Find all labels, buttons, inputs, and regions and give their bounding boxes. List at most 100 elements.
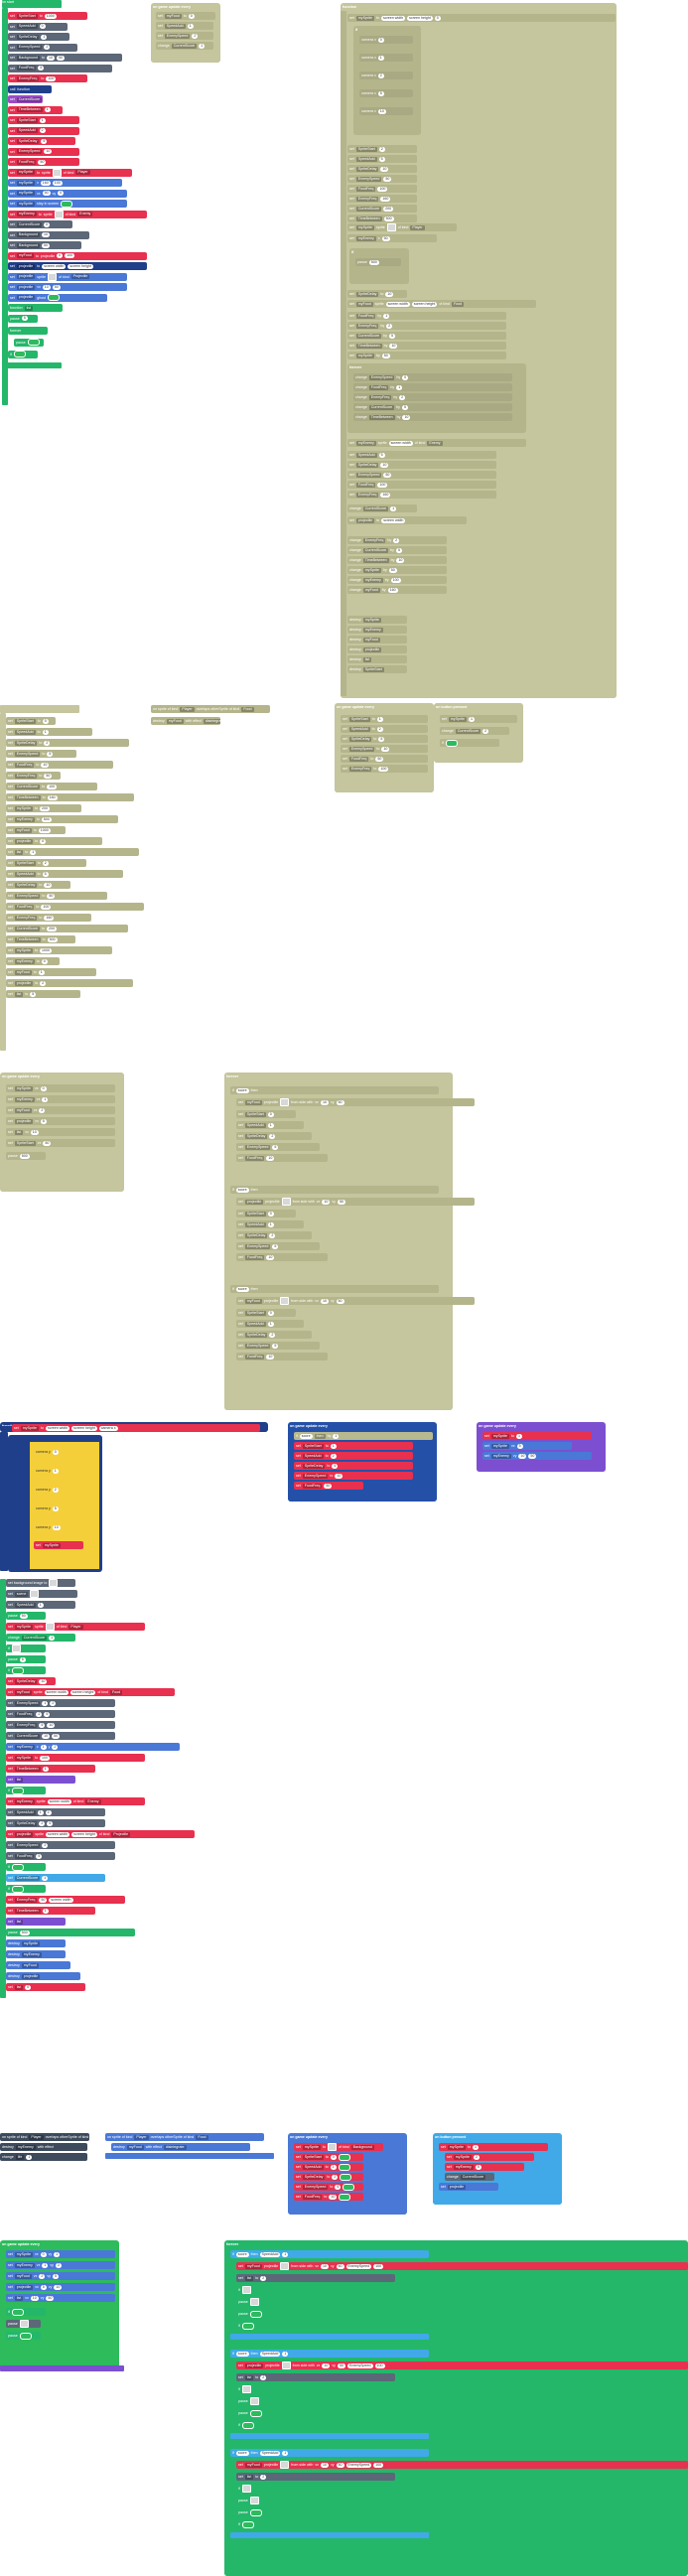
image-thumbnail[interactable]: [241, 2485, 251, 2493]
dropdown-field[interactable]: myFood: [14, 2273, 32, 2279]
value-field[interactable]: 50: [46, 2295, 55, 2301]
dropdown-field[interactable]: myEnemy: [14, 1798, 35, 1804]
value-field[interactable]: 2: [482, 728, 489, 734]
dropdown-field[interactable]: EnemySpeed: [355, 176, 382, 182]
value-field[interactable]: 100: [378, 766, 389, 772]
value-field[interactable]: 0: [40, 2251, 47, 2257]
dropdown-field[interactable]: list: [14, 849, 24, 855]
value-field[interactable]: 50: [42, 191, 51, 196]
value-field[interactable]: 50: [56, 55, 65, 61]
dropdown-field[interactable]: mySprite: [362, 567, 381, 573]
dropdown-field[interactable]: Background: [350, 2144, 374, 2150]
value-field[interactable]: 10: [46, 55, 55, 61]
dropdown-field[interactable]: mySprite: [16, 180, 35, 186]
dropdown-field[interactable]: Food: [451, 301, 465, 307]
value-field[interactable]: 1: [282, 2351, 289, 2357]
dropdown-field[interactable]: CurrentScore: [16, 96, 43, 102]
value-field[interactable]: 100: [46, 75, 57, 81]
toggle-switch[interactable]: [249, 2310, 262, 2318]
value-field[interactable]: 160: [380, 492, 391, 498]
value-field[interactable]: EnemySpeed: [345, 2263, 372, 2269]
value-field[interactable]: 0: [402, 374, 409, 380]
value-field[interactable]: 2: [52, 1744, 59, 1750]
value-field[interactable]: 50: [38, 159, 47, 165]
value-field[interactable]: 1: [52, 1468, 59, 1474]
dropdown-field[interactable]: myFood: [355, 301, 373, 307]
value-field[interactable]: 100: [39, 1755, 50, 1761]
dropdown-field[interactable]: mySprite: [16, 170, 35, 175]
dropdown-field[interactable]: Player: [75, 170, 90, 175]
dropdown-field[interactable]: mySprite: [490, 1433, 509, 1439]
dropdown-field[interactable]: TimeBetween: [368, 414, 395, 420]
value-field[interactable]: 50: [336, 2462, 344, 2468]
dropdown-field[interactable]: EnemyFreq: [348, 766, 372, 772]
dropdown-field[interactable]: EnemyFreq: [14, 1722, 38, 1728]
dropdown-field[interactable]: myFood: [14, 969, 32, 975]
value-field[interactable]: 5: [52, 1505, 59, 1511]
value-field[interactable]: 500: [41, 816, 52, 822]
dropdown-field[interactable]: Food: [241, 706, 254, 712]
dropdown-field[interactable]: CurrentScore: [14, 926, 41, 931]
dropdown-field[interactable]: SpriteDelay: [244, 1332, 268, 1338]
dropdown-field[interactable]: projectile: [16, 274, 36, 279]
dropdown-field[interactable]: CurrentScore: [16, 221, 43, 227]
value-field[interactable]: 2: [39, 128, 46, 133]
dropdown-field[interactable]: SpriteStart: [302, 2154, 324, 2160]
value-field[interactable]: 50: [383, 176, 392, 182]
value-field[interactable]: 2: [332, 2174, 339, 2180]
value-field[interactable]: 100: [377, 482, 388, 488]
dropdown-field[interactable]: SpeedAdd: [302, 2164, 324, 2170]
image-thumbnail[interactable]: [281, 2361, 291, 2369]
value-field[interactable]: 100: [373, 2263, 384, 2269]
dropdown-field[interactable]: CurrentScore: [355, 333, 382, 339]
value-field[interactable]: 1: [42, 1766, 49, 1772]
dropdown-field[interactable]: myFood: [244, 2462, 262, 2468]
dropdown-field[interactable]: CurrentScore: [362, 547, 389, 553]
toggle-switch[interactable]: [47, 294, 60, 301]
value-field[interactable]: 2: [393, 537, 400, 543]
value-field[interactable]: 2: [52, 1487, 59, 1493]
value-field[interactable]: 50: [324, 1483, 333, 1489]
forever-block[interactable]: forever: [224, 2240, 688, 2576]
disabled-if-block[interactable]: if: [353, 26, 421, 135]
value-field[interactable]: score: [235, 1286, 249, 1292]
value-field[interactable]: 2: [55, 2262, 62, 2268]
dropdown-field[interactable]: SpriteDelay: [302, 1463, 326, 1469]
dropdown-field[interactable]: Enemy: [77, 212, 93, 216]
dropdown-field[interactable]: Player: [29, 2134, 44, 2140]
value-field[interactable]: screen height: [407, 15, 433, 21]
value-field[interactable]: 100: [373, 2462, 384, 2468]
value-field[interactable]: 50: [336, 1099, 344, 1105]
value-field[interactable]: 500: [47, 936, 58, 942]
